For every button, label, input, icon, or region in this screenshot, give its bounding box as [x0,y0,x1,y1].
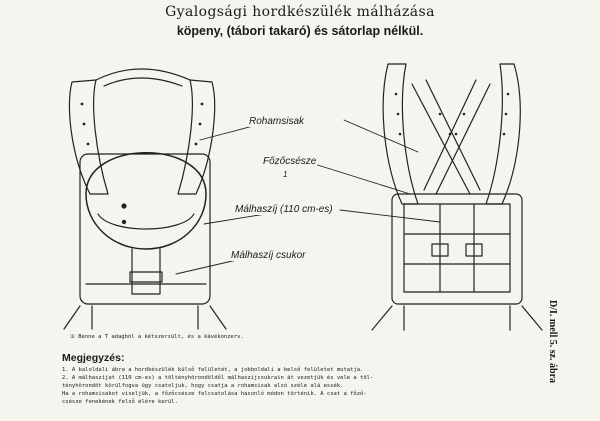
label-rohamsisak: Rohamsisak [248,116,306,127]
note-line: 1. A baloldali ábra a hordkészülék külső… [62,367,364,373]
label-fozocsesze: Főzőcsésze [262,156,318,167]
note-line: tényhörondöt körülfogva úgy csatoljuk, h… [62,383,344,389]
note-line: csésze fenekének felső élére kerül. [62,399,178,405]
page-title: Gyalogsági hordkészülék málházása [165,4,435,20]
equipment-illustration [63,63,543,331]
notes-heading: Megjegyzés: [62,352,125,364]
right-pack-inner-view [371,63,543,331]
note-line: 2. A málhaszíjat (110 cm-es) a töltényhö… [62,375,374,381]
footnote: ① Benne a T adagból a kétszersült, és a … [70,334,244,340]
left-pack-outer-view [63,68,227,330]
label-malhaszij-csukor: Málhaszíj csukor [230,250,307,261]
note-line: Ha a rohamsisakot viseljük, a főzőcsésze… [62,391,367,397]
label-fozocsesze-ref: 1 [282,170,289,179]
page-subtitle: köpeny, (tábori takaró) és sátorlap nélk… [176,24,424,38]
notes-body: 1. A baloldali ábra a hordkészülék külső… [62,366,532,406]
label-malhaszij: Málhaszíj (110 cm-es) [234,204,334,215]
figure-reference: D/I. mell 5. sz. ábra [547,300,558,384]
